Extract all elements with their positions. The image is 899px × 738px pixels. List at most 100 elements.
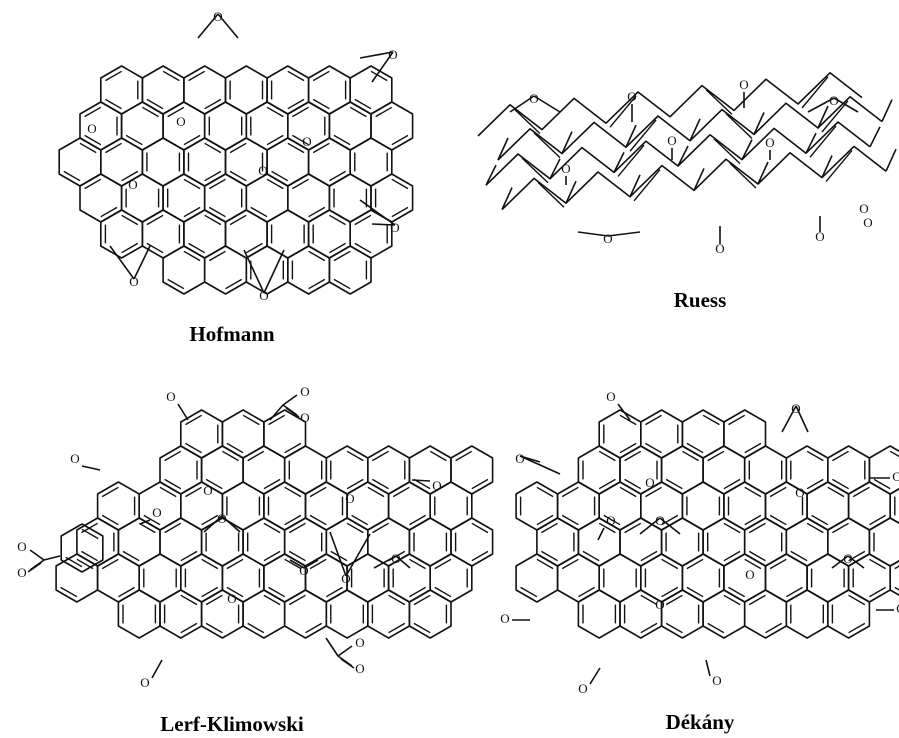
ring — [408, 589, 452, 639]
double-bond — [645, 486, 662, 498]
interlayer-bond — [757, 161, 769, 185]
double-bond — [204, 170, 222, 182]
ring — [681, 553, 725, 603]
ring — [141, 65, 185, 115]
double-bond — [142, 106, 159, 118]
double-bond — [682, 450, 699, 462]
double-bond — [125, 134, 143, 146]
double-bond — [617, 144, 645, 177]
double-bond — [226, 586, 244, 598]
double-bond — [707, 622, 725, 634]
double-bond — [329, 214, 346, 226]
interlayer-bond — [753, 112, 765, 135]
double-bond — [686, 442, 704, 454]
double-bond — [832, 478, 849, 490]
oxygen-atom: O — [300, 384, 309, 399]
ring — [180, 553, 224, 603]
double-bond — [263, 550, 281, 562]
double-bond — [806, 450, 824, 462]
oxygen-atom: O — [892, 469, 899, 484]
ring — [889, 487, 899, 525]
interlayer-bond — [693, 168, 705, 191]
double-bond — [284, 558, 302, 570]
double-bond — [105, 70, 122, 82]
double-bond — [308, 206, 326, 218]
double-bond — [263, 594, 281, 606]
oxygen-atom: O — [129, 274, 138, 289]
oxygen-atom: O — [391, 551, 400, 566]
double-bond — [471, 478, 489, 490]
double-bond — [769, 514, 787, 526]
double-bond — [707, 450, 725, 462]
ring — [702, 445, 746, 495]
double-bond — [748, 594, 766, 606]
double-bond — [388, 594, 406, 606]
oxygen-atom: O — [259, 288, 268, 303]
oxygen-atom: O — [345, 491, 354, 506]
ring — [180, 481, 224, 531]
ring — [387, 481, 432, 531]
double-bond — [645, 414, 662, 426]
double-bond — [329, 242, 346, 254]
epoxide-bond — [243, 249, 265, 294]
double-bond — [204, 98, 222, 110]
ring — [203, 245, 248, 295]
double-bond — [284, 514, 302, 526]
oxygen-atom: O — [561, 161, 570, 176]
double-bond — [624, 450, 642, 462]
ring — [702, 517, 746, 567]
double-bond — [288, 550, 306, 562]
ring — [120, 101, 164, 151]
double-bond — [201, 514, 219, 526]
epoxide-bond — [197, 13, 219, 39]
oxygen-atom: O — [645, 475, 654, 490]
double-bond — [827, 486, 845, 498]
double-bond — [309, 486, 327, 498]
ring — [639, 553, 684, 603]
epoxide-bond — [519, 455, 561, 475]
ring — [785, 445, 829, 495]
oxygen-atom: O — [140, 675, 149, 690]
double-bond — [84, 106, 102, 118]
double-bond — [375, 106, 393, 118]
ring — [283, 589, 328, 639]
oxygen-atom: O — [829, 93, 838, 108]
epoxide-bond — [203, 515, 223, 533]
double-bond — [101, 486, 119, 498]
double-bond — [811, 514, 829, 526]
ring — [847, 481, 892, 531]
double-bond — [471, 550, 489, 562]
ring — [263, 481, 307, 531]
double-bond — [167, 278, 185, 290]
epoxide-bond — [329, 531, 347, 577]
ring — [349, 137, 393, 187]
double-bond — [84, 134, 102, 146]
double-bond — [268, 414, 286, 426]
double-bond — [159, 486, 177, 498]
double-bond — [204, 142, 222, 154]
double-bond — [894, 586, 899, 591]
ring — [100, 209, 144, 259]
double-bond — [536, 558, 554, 570]
double-bond — [561, 514, 579, 526]
double-bond — [598, 478, 616, 490]
double-bond — [598, 522, 616, 534]
double-bond — [578, 586, 595, 598]
ring — [370, 173, 414, 223]
ring — [556, 553, 601, 603]
double-bond — [536, 486, 554, 498]
epoxide-bond — [833, 97, 859, 113]
double-bond — [164, 478, 182, 490]
double-bond — [143, 514, 161, 526]
double-bond — [723, 550, 741, 562]
epoxide-bond — [109, 245, 135, 280]
double-bond — [388, 622, 406, 634]
double-bond — [661, 558, 679, 570]
ring — [450, 445, 494, 495]
oxygen-atom: O — [17, 539, 26, 554]
double-bond — [208, 250, 226, 262]
double-bond — [146, 214, 164, 226]
double-bond — [263, 478, 281, 490]
